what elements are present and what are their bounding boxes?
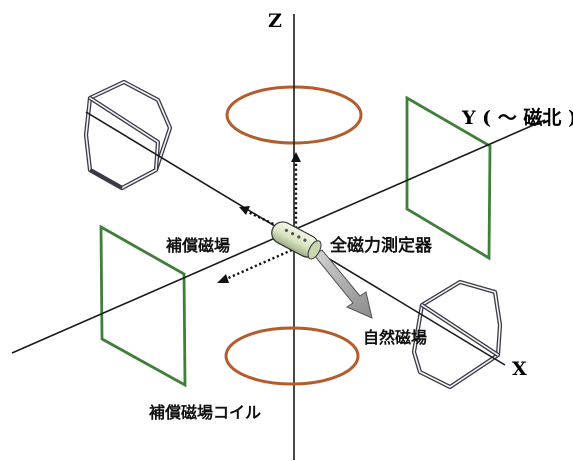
total-field-sensor-icon xyxy=(271,221,322,260)
y-coil-front xyxy=(99,224,187,388)
natural-field-label: 自然磁場 xyxy=(363,328,427,347)
compensation-coil-label: 補償磁場コイル xyxy=(148,403,261,422)
compensation-field-label: 補償磁場 xyxy=(165,236,230,255)
natural-field-arrow xyxy=(313,249,373,319)
x-coil-front xyxy=(411,279,503,390)
compensation-field-arrows xyxy=(217,152,301,283)
y-coil-back xyxy=(405,95,492,261)
x-coil-back xyxy=(83,79,173,191)
x-axis-label: X xyxy=(512,358,527,380)
z-axis-label: Z xyxy=(268,10,282,32)
y-axis-label: Y ( ～ 磁北 ) xyxy=(461,106,573,129)
total-field-sensor-label: 全磁力測定器 xyxy=(329,235,433,256)
z-coil-bottom xyxy=(224,326,360,386)
